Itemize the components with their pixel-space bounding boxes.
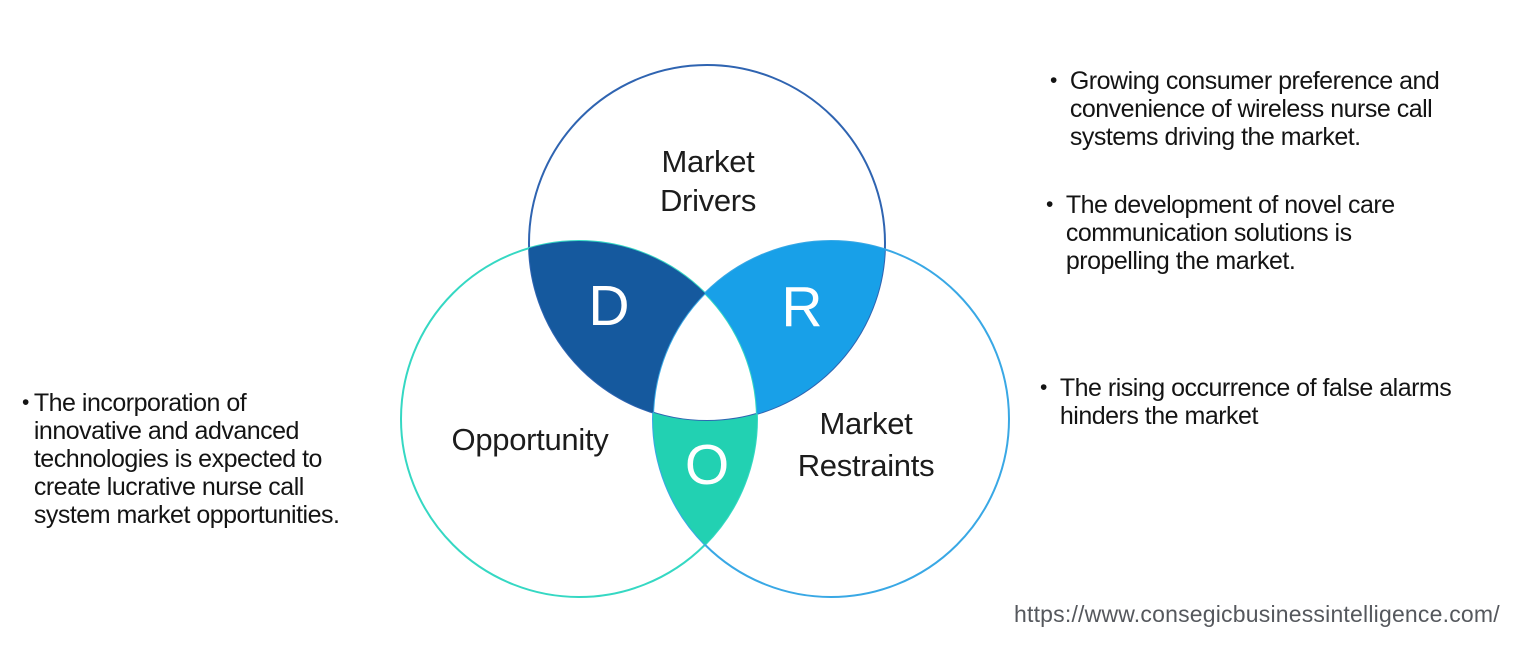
restraint-note: • The rising occurrence of false alarms … [1040, 374, 1452, 430]
source-url[interactable]: https://www.consegicbusinessintelligence… [1014, 601, 1500, 627]
note-text: The development of novel care communicat… [1065, 191, 1395, 275]
note-text: The incorporation of innovative and adva… [33, 389, 340, 529]
note-text: Growing consumer preference and convenie… [1069, 67, 1440, 151]
driver-note-1: • Growing consumer preference and conven… [1050, 67, 1440, 151]
letter-d: D [588, 274, 629, 338]
bullet-icon: • [1040, 376, 1047, 399]
letter-o: O [685, 433, 729, 497]
note-text: The rising occurrence of false alarms hi… [1059, 374, 1452, 430]
market-drivers-label: Market Drivers [659, 144, 757, 218]
driver-note-2: • The development of novel care communic… [1046, 191, 1395, 275]
bullet-icon: • [1046, 193, 1053, 216]
letter-r: R [781, 275, 822, 339]
bullet-icon: • [22, 391, 29, 414]
opportunity-label: Opportunity [451, 422, 609, 457]
bullet-icon: • [1050, 69, 1057, 92]
opportunity-note: • The incorporation of innovative and ad… [22, 389, 340, 529]
market-restraints-label: Market Restraints [797, 406, 935, 483]
